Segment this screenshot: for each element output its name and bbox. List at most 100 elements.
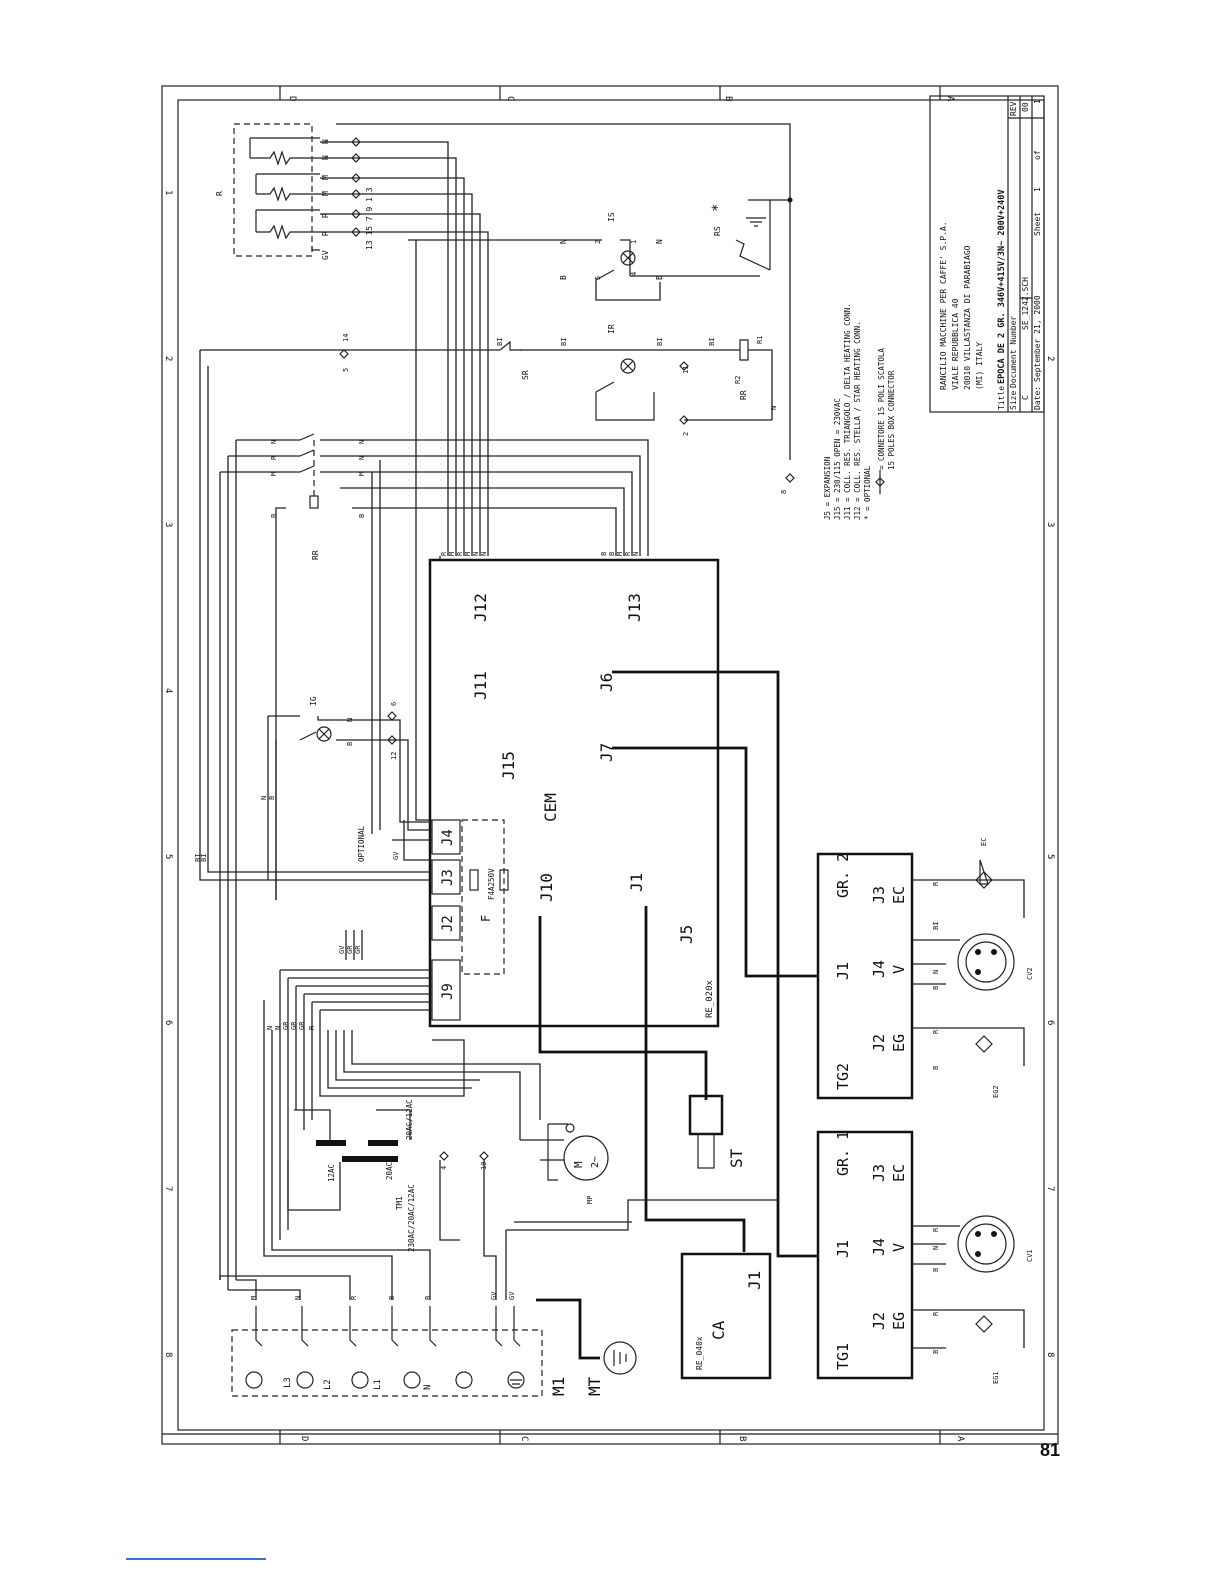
company-name: RANCILIO MACCHINE PER CAFFE' S.P.A. xyxy=(939,221,948,390)
svg-text:GR. 2: GR. 2 xyxy=(834,853,852,898)
svg-text:N: N xyxy=(423,1385,433,1390)
svg-text:R1: R1 xyxy=(756,336,764,344)
svg-text:B: B xyxy=(932,1268,940,1272)
connector-diamonds-top xyxy=(351,137,361,237)
svg-text:7: 7 xyxy=(1045,1186,1055,1191)
svg-text:B: B xyxy=(655,275,664,280)
svg-text:J3: J3 xyxy=(440,869,456,886)
svg-text:= CONNETORE 15 POLI SCATOLA: = CONNETORE 15 POLI SCATOLA xyxy=(877,348,886,470)
svg-text:N: N xyxy=(294,1296,302,1300)
svg-text:N: N xyxy=(274,1026,282,1030)
svg-text:GR: GR xyxy=(354,945,362,954)
j12-label: J12 xyxy=(471,593,490,622)
svg-text:GV: GV xyxy=(490,1291,498,1300)
tg2-group: TG2 GR. 2 J3 EC J1 J4 V J2 EG R BI N B R… xyxy=(816,838,1034,1100)
svg-text:B: B xyxy=(346,742,354,746)
svg-text:GR: GR xyxy=(282,1021,290,1030)
svg-text:IS: IS xyxy=(607,212,616,222)
inner-border xyxy=(177,99,1045,1431)
svg-text:OPTIONAL: OPTIONAL xyxy=(357,825,366,862)
zone-mark-top-d: D xyxy=(287,96,297,101)
svg-text:*: * xyxy=(710,204,726,212)
board-code: RE_020x xyxy=(705,979,715,1018)
svg-text:5: 5 xyxy=(1045,854,1055,859)
svg-text:N: N xyxy=(559,239,568,244)
footer-line xyxy=(126,1558,266,1560)
ca-board: RE_040x CA J1 xyxy=(680,1252,772,1380)
svg-text:2~: 2~ xyxy=(590,1156,601,1168)
zone-mark-bot-d: D xyxy=(299,1436,309,1441)
svg-text:5: 5 xyxy=(342,368,350,372)
svg-text:3: 3 xyxy=(1045,522,1055,527)
svg-text:BI: BI xyxy=(932,922,940,930)
svg-text:CV1: CV1 xyxy=(1026,1249,1034,1262)
side-marks-right: 2 3 5 6 7 8 xyxy=(1045,356,1055,1357)
docnum-label: Document Number xyxy=(1009,316,1018,388)
j1-board-label: J1 xyxy=(627,873,646,892)
svg-text:RR: RR xyxy=(739,390,748,400)
date-label: Date: xyxy=(1033,386,1042,410)
svg-text:B: B xyxy=(358,514,366,518)
svg-text:N: N xyxy=(655,239,664,244)
transformer-tm1: 12AC 20AC 20AC/12AC TM1 230AC/20AC/12AC … xyxy=(287,1099,489,1252)
svg-text:J2: J2 xyxy=(870,1034,888,1052)
svg-text:B: B xyxy=(559,275,568,280)
zone-mark-top-b: B xyxy=(723,96,733,101)
svg-text:BI: BI xyxy=(560,338,568,346)
svg-text:6: 6 xyxy=(1045,1020,1055,1025)
svg-text:J12 = COLL. RES. STELLA / STAR: J12 = COLL. RES. STELLA / STAR HEATING C… xyxy=(853,321,862,520)
svg-text:B: B xyxy=(932,986,940,990)
svg-text:F4A250V: F4A250V xyxy=(487,868,496,900)
svg-text:6: 6 xyxy=(390,702,398,706)
j15-label: J15 xyxy=(499,751,518,780)
company-address-1: VIALE REPUBBLICA 40 xyxy=(951,298,960,390)
svg-text:N: N xyxy=(632,552,640,556)
svg-text:IG: IG xyxy=(309,696,318,706)
svg-text:J5 = EXPANSION: J5 = EXPANSION xyxy=(823,457,832,520)
page-number: 81 xyxy=(1040,1440,1061,1460)
j7-label: J7 xyxy=(597,743,616,762)
svg-text:N: N xyxy=(266,1026,274,1030)
svg-text:RE_040x: RE_040x xyxy=(695,1336,704,1370)
zone-mark-top-a: A xyxy=(945,96,955,102)
svg-text:5: 5 xyxy=(163,854,173,859)
svg-text:L2: L2 xyxy=(323,1379,333,1390)
svg-text:R: R xyxy=(215,191,224,196)
bus-wires xyxy=(219,240,441,1290)
svg-text:B: B xyxy=(608,552,616,556)
svg-text:M: M xyxy=(270,472,278,476)
svg-text:M: M xyxy=(464,552,472,556)
svg-text:MT: MT xyxy=(585,1376,604,1396)
svg-text:GV: GV xyxy=(392,851,400,860)
svg-text:SR: SR xyxy=(521,370,530,380)
drawing-title: EPOCA DE 2 GR. 346V+415V/3N~ 200V+240V xyxy=(997,190,1007,384)
rev-label: REV xyxy=(1009,101,1018,116)
svg-text:R: R xyxy=(321,231,330,236)
svg-text:J9: J9 xyxy=(440,983,456,1000)
svg-text:R: R xyxy=(932,881,940,886)
svg-text:EC: EC xyxy=(890,886,908,904)
sr-ir-rr-section: SR BI BI BI BI IR R1 R2 RR N 11 2 xyxy=(200,324,778,436)
lower-wires: GV GR GR N N GR GR GR R M N R B B GV GV … xyxy=(194,796,778,1300)
connector-14-5: 14 5 xyxy=(199,334,360,881)
st-sensor: ST xyxy=(688,1094,746,1169)
outer-border xyxy=(161,85,1059,1445)
svg-text:EG: EG xyxy=(890,1034,908,1052)
svg-text:J2: J2 xyxy=(870,1312,888,1330)
svg-text:J1: J1 xyxy=(745,1271,764,1290)
svg-text:GV: GV xyxy=(321,250,330,260)
ground-wires: GV xyxy=(345,820,432,960)
zone-mark-bot-a: A xyxy=(955,1436,965,1442)
svg-text:GR: GR xyxy=(290,1021,298,1030)
svg-text:J2: J2 xyxy=(440,915,456,932)
svg-text:8: 8 xyxy=(780,490,788,494)
svg-text:L3: L3 xyxy=(283,1377,293,1388)
pump-motor: M 2~ MP xyxy=(520,1123,609,1204)
svg-text:RR: RR xyxy=(311,550,320,560)
svg-text:EG2: EG2 xyxy=(992,1085,1000,1098)
svg-text:20AC: 20AC xyxy=(385,1162,394,1180)
svg-text:L1: L1 xyxy=(373,1379,383,1390)
svg-text:M: M xyxy=(572,1161,585,1168)
rr-contactor: RR N R M B N N M B B B M R N 8 xyxy=(220,433,795,900)
